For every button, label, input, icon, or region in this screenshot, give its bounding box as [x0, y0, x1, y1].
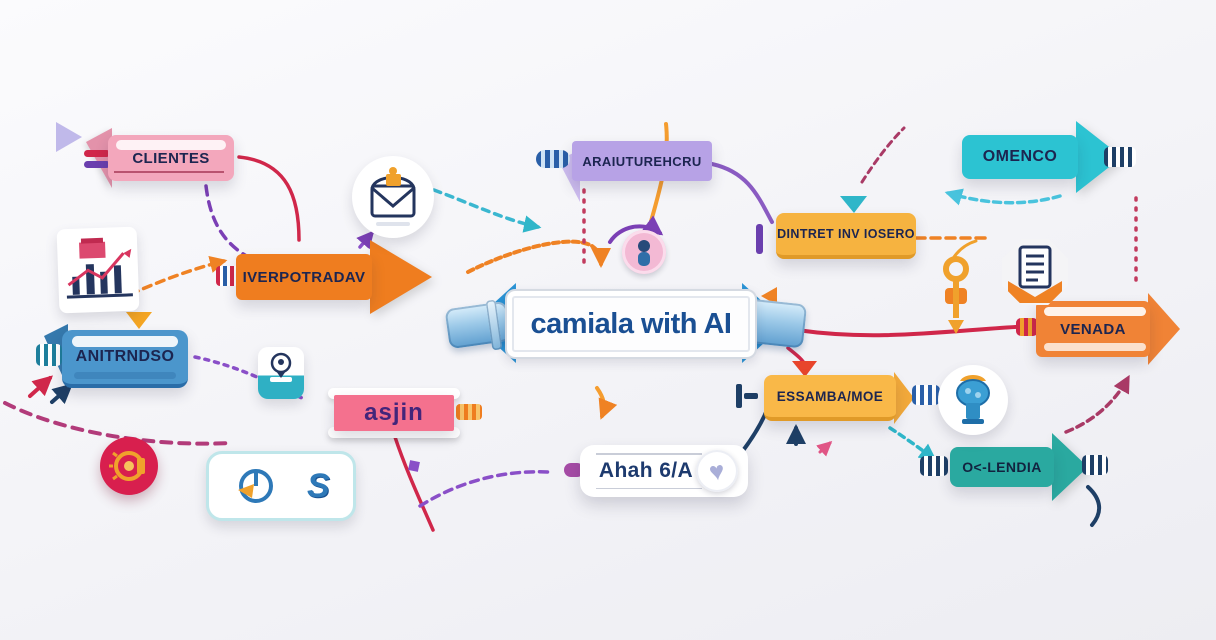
metrics-card: S	[206, 451, 356, 521]
pie-chart-icon	[238, 469, 274, 503]
connector-stub-teal-striped	[36, 344, 62, 366]
connector-stub-purple-bar	[756, 224, 763, 254]
node-olendia-label: O<-LENDIA	[962, 459, 1042, 475]
node-asjin-label: asjin	[364, 399, 424, 426]
person-badge-icon	[622, 230, 666, 274]
center-title: camiala with AI	[530, 307, 732, 340]
node-center: camiala with AI	[505, 289, 757, 359]
dollar-s-icon: S	[306, 466, 330, 505]
venada-arrowhead	[1148, 293, 1180, 365]
key-icon	[943, 256, 969, 334]
connector-stub-navy-striped	[920, 456, 948, 476]
connector-stub-navy-striped	[1104, 147, 1136, 167]
node-clientes: CLIENTES	[108, 135, 234, 181]
document-glyph	[1008, 245, 1062, 303]
document-badge-icon	[1002, 239, 1068, 305]
trophy-icon	[956, 375, 990, 424]
node-anitrndso: ANITRNDSO	[62, 330, 188, 388]
node-o-lendia: O<-LENDIA	[950, 447, 1054, 487]
connector-endcap	[744, 393, 758, 399]
connector-stub-purple	[84, 161, 110, 168]
node-venada-label: VENADA	[1060, 320, 1126, 338]
node-araiuturehcru-label: ARAIUTUREHCRU	[582, 153, 702, 169]
node-essamba-label: ESSAMBA/MOE	[776, 388, 884, 404]
envelope-badge	[352, 156, 434, 238]
trophy-badge	[938, 365, 1008, 435]
essamba-fold	[894, 372, 914, 424]
connector-stub-navy-striped	[1082, 455, 1108, 475]
clientes-banner-tail	[86, 128, 112, 188]
node-clientes-label: CLIENTES	[132, 149, 210, 167]
node-essamba-moe: ESSAMBA/MOE	[764, 375, 896, 421]
lavender-triangle-icon	[56, 122, 82, 152]
node-iverpotradav: IVERPOTRADAV	[236, 254, 372, 300]
connector-stub-red	[84, 150, 110, 157]
heart-icon: ♥	[707, 455, 727, 487]
connector-stub-blue-striped	[912, 385, 940, 405]
person-glyph	[638, 240, 650, 266]
node-omenco: OMENCO	[962, 135, 1078, 179]
iverpotradav-arrowhead	[370, 240, 432, 314]
red-chevron-down-icon	[792, 361, 817, 377]
ahah-bubble-tail	[596, 494, 616, 510]
asjin-bottom-rail	[328, 427, 460, 438]
node-dintret-label: DINTRET INV IOSERO	[777, 227, 915, 241]
connector-stub-gold	[1016, 318, 1038, 336]
node-ahah-label: Ahah 6/A	[598, 459, 694, 482]
bar-chart-glyph	[66, 237, 133, 299]
node-dintret-inv-iosero: DINTRET INV IOSERO	[776, 213, 916, 259]
asjin-top-rail	[328, 388, 460, 399]
envelope-icon	[370, 167, 416, 226]
node-venada: VENADA	[1036, 301, 1150, 357]
node-anitrndso-label: ANITRNDSO	[75, 348, 175, 365]
coin-badge-icon	[100, 437, 158, 495]
node-asjin: asjin	[334, 395, 454, 431]
orange-chevron-down-icon	[126, 312, 152, 329]
node-omenco-label: OMENCO	[982, 148, 1058, 165]
connector-stub-blue-striped	[536, 150, 570, 168]
coin-glyph	[109, 451, 145, 481]
presenter-icon	[258, 347, 304, 399]
teal-chevron-down-icon	[840, 196, 867, 213]
connector-stub-orange-striped	[456, 404, 482, 420]
heart-badge: ♥	[696, 450, 738, 492]
bar-chart-icon	[56, 226, 140, 314]
presenter-glyph	[270, 352, 292, 382]
connector-stub-striped	[216, 266, 240, 286]
node-iverpotradav-label: IVERPOTRADAV	[242, 268, 366, 286]
node-araiuturehcru: ARAIUTUREHCRU	[572, 141, 712, 181]
connector-endcap	[736, 384, 742, 408]
connector-stub-magenta	[564, 463, 584, 477]
